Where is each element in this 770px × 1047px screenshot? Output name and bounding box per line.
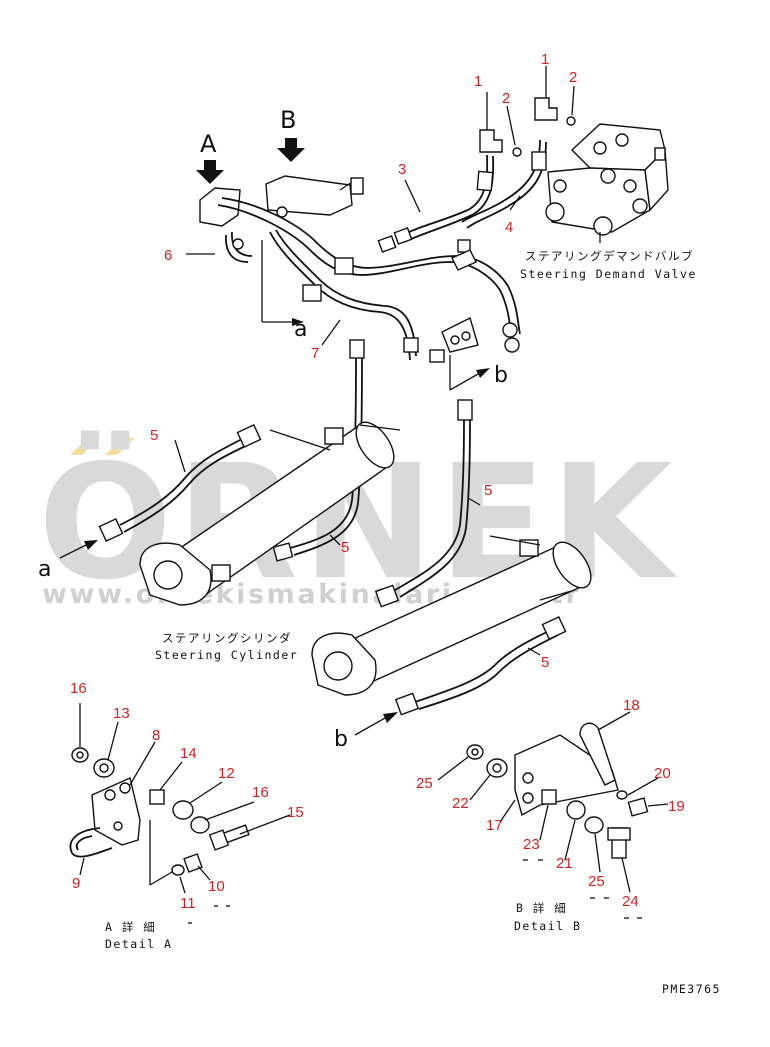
detail-a [69, 703, 291, 894]
elbow-fittings [479, 97, 576, 157]
callout-5: 5 [341, 539, 349, 556]
callout-19: 19 [668, 798, 685, 815]
view-arrow-b-icon [277, 138, 305, 162]
view-label-a: A [200, 130, 217, 158]
detail-b [437, 711, 669, 893]
arrow-label-a-bottom: a [38, 557, 51, 582]
tubes-3-4 [377, 139, 547, 253]
callout-24: 24 [622, 893, 639, 910]
steering-demand-valve [545, 123, 669, 236]
callout-22: 22 [452, 795, 469, 812]
cylinder-caption-jp: ステアリングシリンダ [162, 631, 292, 645]
callout-16: 16 [252, 784, 269, 801]
callout-5: 5 [484, 482, 492, 499]
callout-4: 4 [505, 219, 513, 236]
callout-9: 9 [72, 875, 80, 892]
hoses-5 [98, 339, 567, 716]
dash-marks [188, 859, 642, 924]
valve-caption-jp: ステアリングデマンドバルブ [525, 249, 694, 263]
view-arrows [196, 138, 305, 184]
arrow-label-a-top: a [294, 317, 307, 342]
callout-21: 21 [556, 855, 573, 872]
callout-8: 8 [152, 727, 160, 744]
view-label-b: B [280, 106, 296, 134]
leader-lines [174, 66, 601, 656]
detail-a-caption-jp: A 詳 細 [105, 920, 156, 934]
callout-numbers: 1 1 2 2 3 4 5 5 5 5 6 7 8 9 10 11 12 13 … [70, 51, 685, 912]
detail-b-caption-jp: B 詳 細 [516, 901, 567, 915]
steering-cylinder-right [311, 539, 592, 696]
callout-1: 1 [541, 51, 549, 68]
callout-15: 15 [287, 804, 304, 821]
callout-17: 17 [486, 817, 503, 834]
drawing-code: PME3765 [662, 982, 721, 996]
detail-b-caption-en: Detail B [514, 919, 581, 933]
callout-5: 5 [150, 427, 158, 444]
callout-2: 2 [502, 90, 510, 107]
central-piping [199, 175, 521, 363]
callout-10: 10 [208, 878, 225, 895]
callout-5: 5 [541, 654, 549, 671]
flow-arrows [59, 240, 490, 736]
callout-23: 23 [523, 836, 540, 853]
steering-cylinder-left [139, 421, 401, 606]
callout-13: 13 [113, 705, 130, 722]
callout-3: 3 [398, 161, 406, 178]
callout-2: 2 [569, 69, 577, 86]
callout-16: 16 [70, 680, 87, 697]
callout-1: 1 [474, 73, 482, 90]
callout-14: 14 [180, 745, 197, 762]
callout-7: 7 [311, 345, 319, 362]
arrow-label-b-top: b [494, 363, 508, 388]
callout-6: 6 [164, 247, 172, 264]
callout-25: 25 [588, 873, 605, 890]
callout-18: 18 [623, 697, 640, 714]
callout-12: 12 [218, 765, 235, 782]
valve-caption-en: Steering Demand Valve [520, 267, 697, 281]
arrow-label-b-bottom: b [334, 727, 348, 752]
callout-25: 25 [416, 775, 433, 792]
callout-20: 20 [654, 765, 671, 782]
detail-a-caption-en: Detail A [105, 937, 172, 951]
cylinder-caption-en: Steering Cylinder [155, 648, 298, 662]
view-arrow-a-icon [196, 160, 224, 184]
callout-11: 11 [180, 895, 196, 912]
